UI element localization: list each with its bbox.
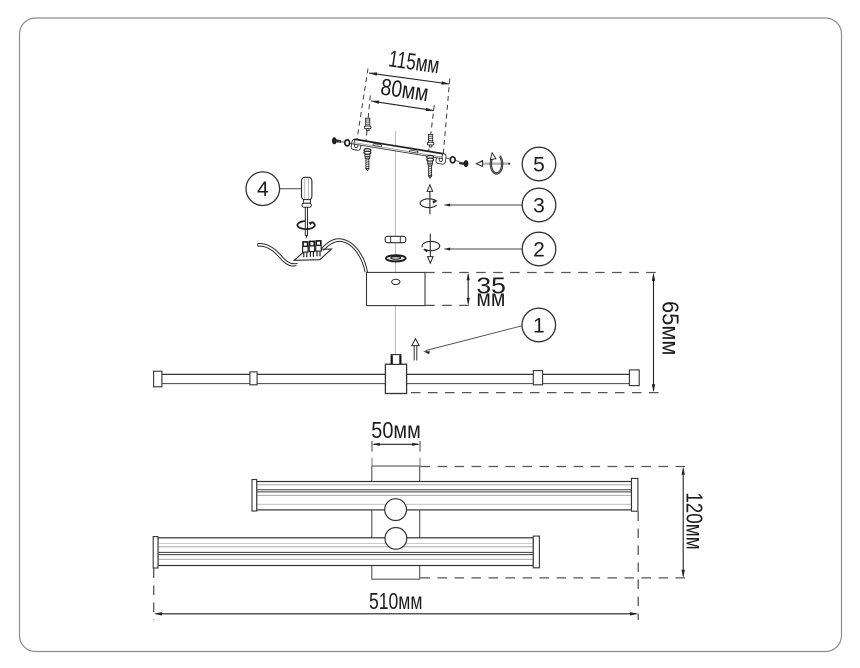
svg-text:4: 4 bbox=[257, 178, 269, 201]
svg-text:мм: мм bbox=[476, 285, 505, 311]
svg-text:50мм: 50мм bbox=[371, 417, 421, 443]
svg-text:35: 35 bbox=[476, 273, 506, 299]
svg-text:510мм: 510мм bbox=[369, 588, 423, 614]
svg-text:120мм: 120мм bbox=[681, 492, 707, 550]
svg-text:3: 3 bbox=[533, 194, 545, 217]
svg-text:5: 5 bbox=[533, 153, 545, 176]
svg-text:1: 1 bbox=[533, 314, 545, 337]
svg-text:65мм: 65мм bbox=[657, 301, 683, 356]
svg-text:2: 2 bbox=[533, 238, 545, 261]
